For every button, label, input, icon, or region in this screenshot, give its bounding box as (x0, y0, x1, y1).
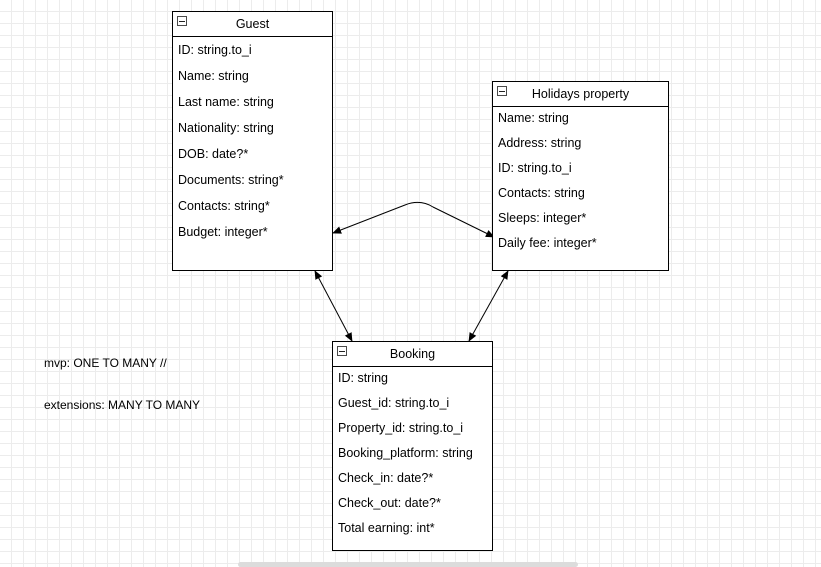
entity-field[interactable]: Guest_id: string.to_i (338, 396, 450, 410)
connector-property-booking[interactable] (468, 270, 509, 342)
note-line: extensions: MANY TO MANY (44, 398, 201, 412)
entity-holidays-property[interactable]: Holidays property Name: string Address: … (492, 81, 669, 271)
entity-field[interactable]: Check_in: date?* (338, 471, 434, 485)
collapse-icon[interactable] (177, 16, 187, 26)
collapse-icon[interactable] (497, 86, 507, 96)
entity-field[interactable]: Booking_platform: string (338, 446, 473, 460)
entity-field[interactable]: Budget: integer* (178, 225, 268, 239)
entity-header-guest[interactable]: Guest (173, 12, 332, 37)
entity-field[interactable]: Sleeps: integer* (498, 211, 587, 225)
entity-field[interactable]: ID: string (338, 371, 389, 385)
entity-field[interactable]: Nationality: string (178, 121, 274, 135)
connector-guest-booking[interactable] (314, 270, 353, 342)
entity-field[interactable]: Name: string (178, 69, 249, 83)
entity-field[interactable]: DOB: date?* (178, 147, 249, 161)
horizontal-scrollbar[interactable] (238, 562, 578, 567)
entity-header-property[interactable]: Holidays property (493, 82, 668, 107)
entity-field[interactable]: Name: string (498, 111, 569, 125)
entity-title-guest: Guest (235, 17, 270, 31)
entity-booking[interactable]: Booking ID: string Guest_id: string.to_i… (332, 341, 493, 551)
entity-field[interactable]: Last name: string (178, 95, 274, 109)
entity-field[interactable]: Daily fee: integer* (498, 236, 597, 250)
entity-title-booking: Booking (389, 347, 436, 361)
entity-field[interactable]: Documents: string* (178, 173, 284, 187)
connector-guest-property[interactable] (332, 201, 495, 238)
note-line: mvp: ONE TO MANY // (44, 356, 167, 370)
entity-field[interactable]: Address: string (498, 136, 582, 150)
relationship-note[interactable]: mvp: ONE TO MANY // extensions: MANY TO … (44, 328, 200, 440)
entity-field[interactable]: Total earning: int* (338, 521, 435, 535)
collapse-icon[interactable] (337, 346, 347, 356)
entity-header-booking[interactable]: Booking (333, 342, 492, 367)
entity-field[interactable]: ID: string.to_i (498, 161, 572, 175)
entity-field[interactable]: ID: string.to_i (178, 43, 252, 57)
entity-field[interactable]: Contacts: string* (178, 199, 270, 213)
entity-fields-guest: ID: string.to_i Name: string Last name: … (173, 37, 332, 245)
entity-field[interactable]: Check_out: date?* (338, 496, 441, 510)
entity-field[interactable]: Property_id: string.to_i (338, 421, 464, 435)
entity-fields-property: Name: string Address: string ID: string.… (493, 106, 668, 256)
entity-fields-booking: ID: string Guest_id: string.to_i Propert… (333, 366, 492, 541)
entity-field[interactable]: Contacts: string (498, 186, 585, 200)
entity-title-property: Holidays property (531, 87, 630, 101)
entity-guest[interactable]: Guest ID: string.to_i Name: string Last … (172, 11, 333, 271)
